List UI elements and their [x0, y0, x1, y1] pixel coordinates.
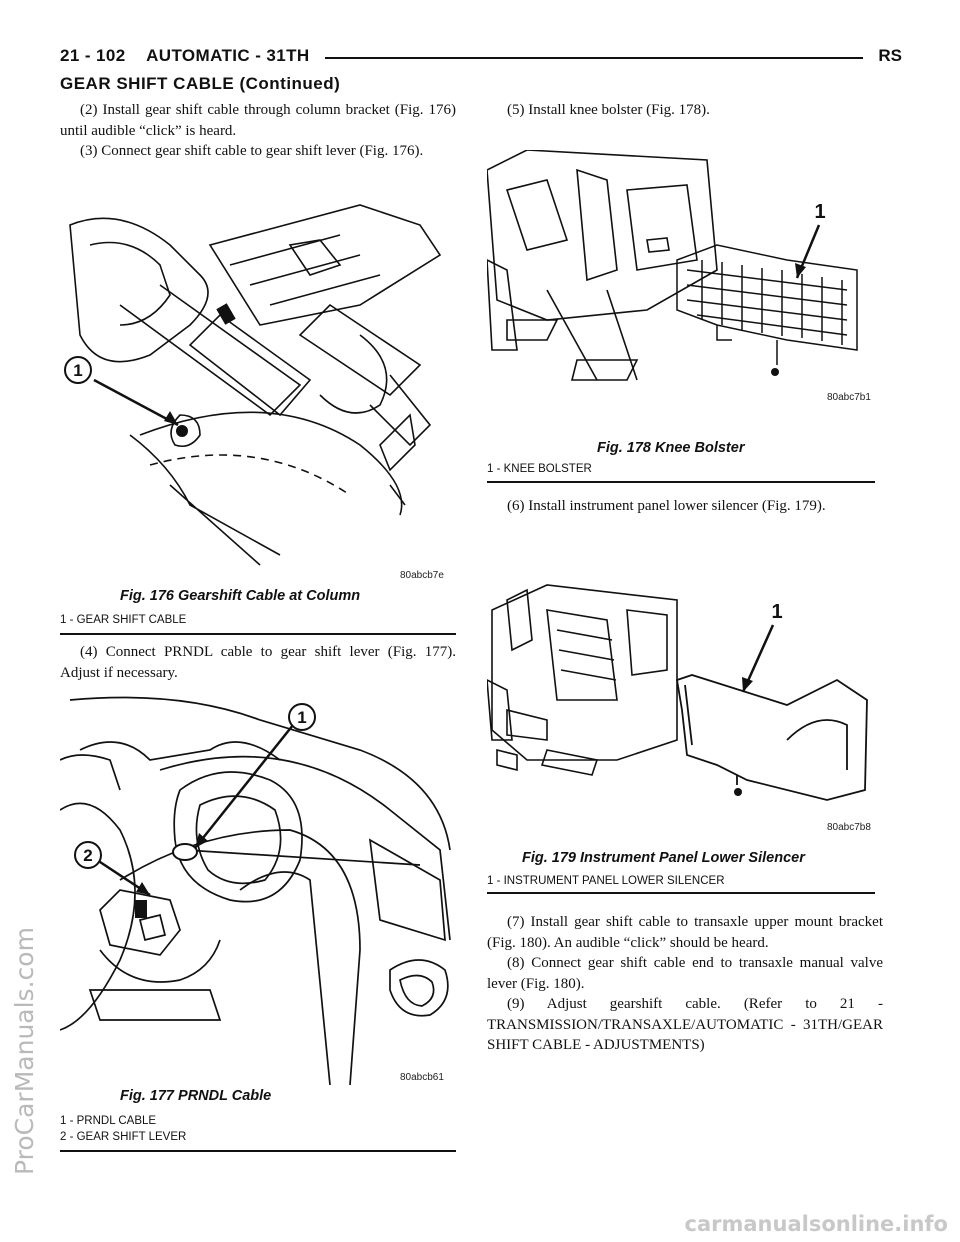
lower-silencer-illustration: 1: [487, 584, 868, 801]
side-watermark: ProCarManuals.com: [10, 927, 39, 1175]
fig178-legend-item-1: 1 - KNEE BOLSTER: [487, 463, 592, 475]
fig179-legend: 1 - INSTRUMENT PANEL LOWER SILENCER: [487, 873, 883, 889]
fig178-title: Fig. 178 Knee Bolster: [597, 440, 745, 456]
fig179-legend-item-1: 1 - INSTRUMENT PANEL LOWER SILENCER: [487, 875, 725, 887]
fig176-legend: 1 - GEAR SHIFT CABLE: [60, 612, 460, 628]
page-header-left: 21 - 102 AUTOMATIC - 31TH: [60, 46, 310, 66]
page-number: 21 - 102: [60, 46, 126, 65]
step-7: (7) Install gear shift cable to transaxl…: [487, 914, 883, 951]
fig177-legend-item-1: 1 - PRNDL CABLE: [60, 1115, 157, 1127]
fig177-legend-item-2: 2 - GEAR SHIFT LEVER: [60, 1131, 187, 1143]
step-6: (6) Install instrument panel lower silen…: [507, 498, 826, 514]
right-steps-mid: (6) Install instrument panel lower silen…: [487, 496, 883, 517]
step-8: (8) Connect gear shift cable end to tran…: [487, 955, 883, 992]
fig179-title: Fig. 179 Instrument Panel Lower Silencer: [522, 850, 805, 866]
fig176-legend-item-1: 1 - GEAR SHIFT CABLE: [60, 614, 187, 626]
fig176-code: 80abcb7e: [400, 570, 444, 581]
header-rule: [325, 57, 863, 59]
fig177-callout-1: 1: [297, 708, 306, 727]
left-steps-mid: (4) Connect PRNDL cable to gear shift le…: [60, 642, 456, 683]
right-steps-top: (5) Install knee bolster (Fig. 178).: [487, 100, 883, 121]
knee-bolster-illustration: 1: [487, 150, 858, 381]
step-9: (9) Adjust gearshift cable. (Refer to 21…: [487, 996, 883, 1053]
fig178-callout-1: 1: [814, 201, 825, 223]
left-steps-top: (2) Install gear shift cable through col…: [60, 100, 456, 162]
prndl-cable-illustration: 1 2: [60, 696, 451, 1085]
section-name: AUTOMATIC - 31TH: [146, 46, 310, 65]
bottom-watermark: carmanualsonline.info: [684, 1212, 948, 1236]
fig179-code: 80abc7b8: [827, 822, 871, 833]
figure-177: 1 2 80abcb61 Fig. 177 PRNDL Cable 1 - PR…: [60, 690, 460, 1152]
right-steps-bottom: (7) Install gear shift cable to transaxl…: [487, 912, 883, 1056]
fig179-callout-1: 1: [771, 601, 782, 623]
fig178-rule: [487, 481, 875, 483]
fig176-rule: [60, 633, 456, 635]
fig177-legend: 1 - PRNDL CABLE 2 - GEAR SHIFT LEVER: [60, 1113, 460, 1145]
step-5: (5) Install knee bolster (Fig. 178).: [507, 102, 710, 118]
fig177-callout-2: 2: [83, 846, 92, 865]
section-title: GEAR SHIFT CABLE (Continued): [60, 74, 341, 93]
model-code: RS: [878, 46, 902, 65]
fig178-legend: 1 - KNEE BOLSTER: [487, 461, 883, 477]
fig177-code: 80abcb61: [400, 1072, 444, 1083]
fig177-title: Fig. 177 PRNDL Cable: [120, 1088, 272, 1104]
figure-179: 1 80abc7b8 Fig. 179 Instrument Panel Low…: [487, 580, 883, 894]
step-4: (4) Connect PRNDL cable to gear shift le…: [60, 644, 456, 681]
step-2: (2) Install gear shift cable through col…: [60, 102, 456, 139]
figure-176: 1 80abcb7e Fig. 176 Gearshift Cable at C…: [60, 185, 460, 635]
fig177-rule: [60, 1150, 456, 1152]
step-3: (3) Connect gear shift cable to gear shi…: [80, 143, 424, 159]
fig176-title: Fig. 176 Gearshift Cable at Column: [120, 588, 361, 604]
fig176-callout-1: 1: [73, 361, 82, 380]
gearshift-column-illustration: 1: [64, 204, 442, 566]
figure-178: 1 80abc7b1 Fig. 178 Knee Bolster 1 - KNE…: [487, 150, 883, 483]
fig179-rule: [487, 892, 875, 894]
fig178-code: 80abc7b1: [827, 392, 871, 403]
